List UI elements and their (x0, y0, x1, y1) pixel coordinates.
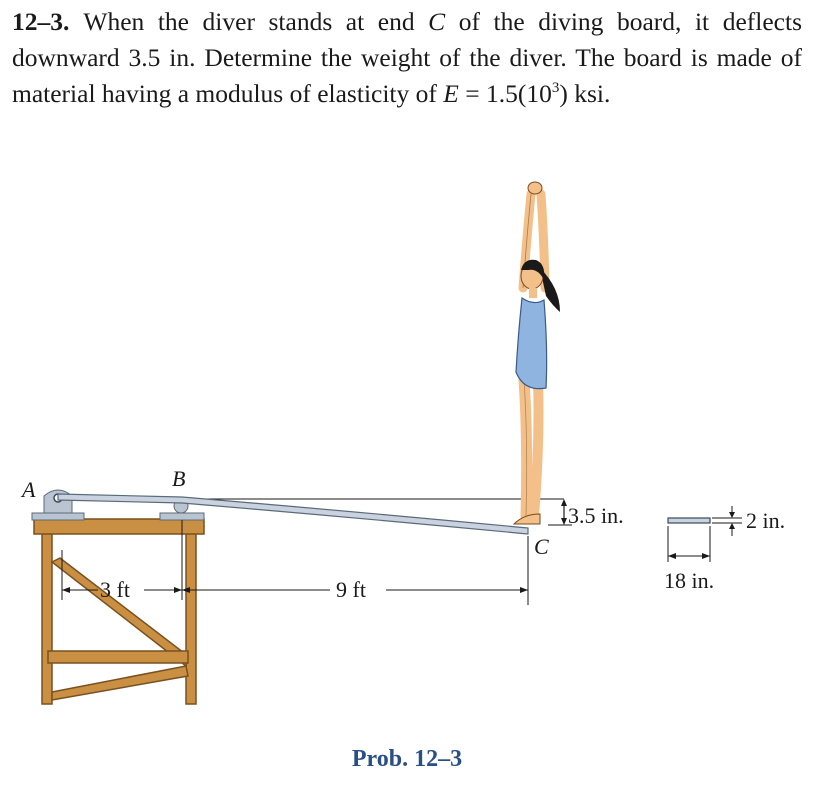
problem-text-part-4: ) ksi. (559, 79, 611, 108)
diving-board (57, 493, 529, 535)
board-cross-section: 2 in. 18 in. (664, 506, 785, 593)
point-b-label: B (172, 466, 185, 491)
figure-caption: Prob. 12–3 (351, 746, 463, 772)
problem-number: 12–3. (12, 7, 70, 36)
point-c-label: C (534, 534, 549, 559)
section-thickness-label: 2 in. (746, 508, 785, 533)
section-width-label: 18 in. (664, 568, 714, 593)
exponent: 3 (551, 80, 560, 96)
span-dimensions: 3 ft 9 ft (61, 520, 529, 605)
span-bc-label: 9 ft (336, 577, 366, 602)
deflection-dimension: 3.5 in. (548, 499, 624, 528)
deflection-label: 3.5 in. (568, 503, 624, 528)
point-c-symbol: C (428, 7, 446, 36)
span-ab-label: 3 ft (100, 577, 130, 602)
problem-statement: 12–3. When the diver stands at end C of t… (12, 4, 802, 112)
wooden-support-frame (33, 518, 205, 705)
problem-text-part-3: = 1.5(10 (458, 79, 552, 108)
modulus-symbol: E (443, 79, 459, 108)
problem-text-part-1: When the diver stands at end (83, 7, 429, 36)
point-a-label: A (20, 477, 36, 502)
problem-text-part-2: of the diving board, it deflects downwar… (12, 7, 802, 108)
diver-figure (512, 181, 560, 525)
